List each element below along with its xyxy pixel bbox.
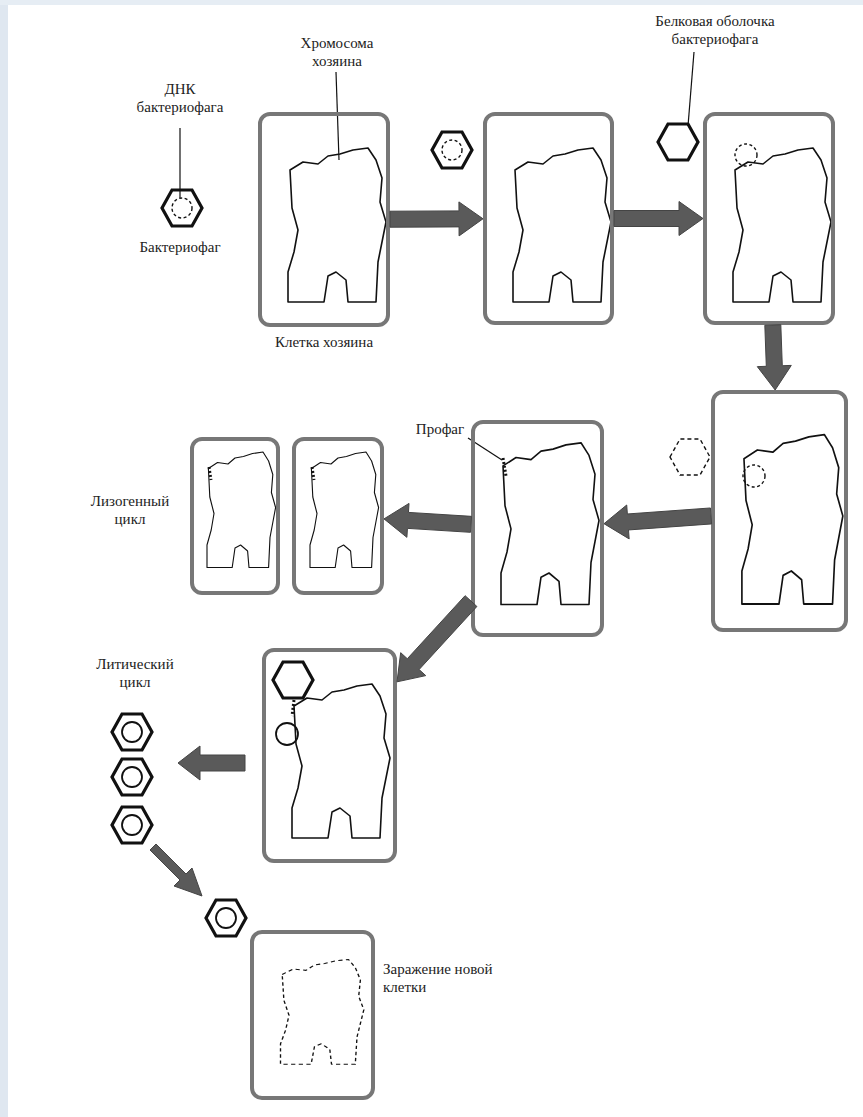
- callout-label: Белковая оболочка бактериофага: [615, 12, 815, 48]
- cell-note: Заражение новой клетки: [383, 960, 533, 996]
- host-chromosome: [513, 148, 611, 302]
- callout-label: ДНК бактериофага: [130, 80, 230, 116]
- prophage-mark: [209, 467, 211, 480]
- callout-label: Бактериофаг: [115, 238, 245, 256]
- prophage-mark: [292, 700, 294, 716]
- callout-label: Литический цикл: [85, 655, 185, 691]
- process-arrow: [150, 844, 202, 896]
- cell-box: [703, 112, 835, 325]
- phage-dna: [122, 722, 142, 742]
- degraded-chromosome: [281, 959, 364, 1064]
- empty-capsid: [658, 124, 698, 160]
- cell-caption: Клетка хозяина: [252, 333, 396, 351]
- phage-capsid: [162, 190, 202, 226]
- process-arrow: [397, 596, 477, 682]
- callout-label: Лизогенный цикл: [80, 492, 180, 528]
- phage-dna: [276, 723, 298, 745]
- leader-line: [179, 128, 180, 198]
- phage-dna: [442, 140, 462, 160]
- cell-box: [292, 437, 384, 595]
- cell-box: [190, 437, 280, 595]
- cell-box: [262, 648, 397, 863]
- leader-line: [688, 52, 694, 126]
- phage-dna: [743, 465, 765, 487]
- process-arrow: [178, 746, 245, 780]
- process-arrow: [757, 325, 791, 390]
- empty-capsid: [670, 439, 710, 475]
- page-edge: [0, 0, 863, 5]
- phage-dna: [122, 767, 142, 787]
- page-edge: [0, 0, 8, 1117]
- host-chromosome: [207, 452, 276, 568]
- callout-label: Профаг: [400, 420, 480, 438]
- phage-dna: [216, 908, 236, 928]
- prophage-mark: [312, 467, 314, 480]
- phage-dna: [122, 815, 142, 835]
- host-chromosome: [733, 148, 831, 302]
- callout-label: Хромосома хозяина: [282, 34, 392, 70]
- process-arrow: [384, 503, 472, 537]
- cell-box: Клетка хозяина: [258, 112, 390, 327]
- process-arrow: [614, 202, 703, 236]
- cell-box: [471, 420, 604, 637]
- cell-box: [711, 390, 848, 632]
- new-capsid: [273, 662, 313, 698]
- phage-capsid: [112, 714, 152, 750]
- host-chromosome: [292, 684, 390, 838]
- leader-line: [336, 72, 339, 160]
- cell-box: Заражение новой клетки: [250, 930, 375, 1100]
- process-arrow: [604, 505, 712, 539]
- phage-capsid: [432, 132, 472, 168]
- phage-capsid: [206, 900, 246, 936]
- prophage-mark: [503, 458, 506, 476]
- phage-capsid: [112, 807, 152, 843]
- process-arrow: [390, 202, 483, 236]
- phage-dna: [735, 144, 757, 166]
- host-chromosome: [742, 435, 843, 604]
- host-chromosome: [288, 148, 386, 302]
- phage-capsid: [112, 759, 152, 795]
- host-chromosome: [501, 443, 599, 605]
- cell-box: [483, 112, 614, 325]
- phage-dna: [172, 198, 192, 218]
- host-chromosome: [310, 452, 379, 568]
